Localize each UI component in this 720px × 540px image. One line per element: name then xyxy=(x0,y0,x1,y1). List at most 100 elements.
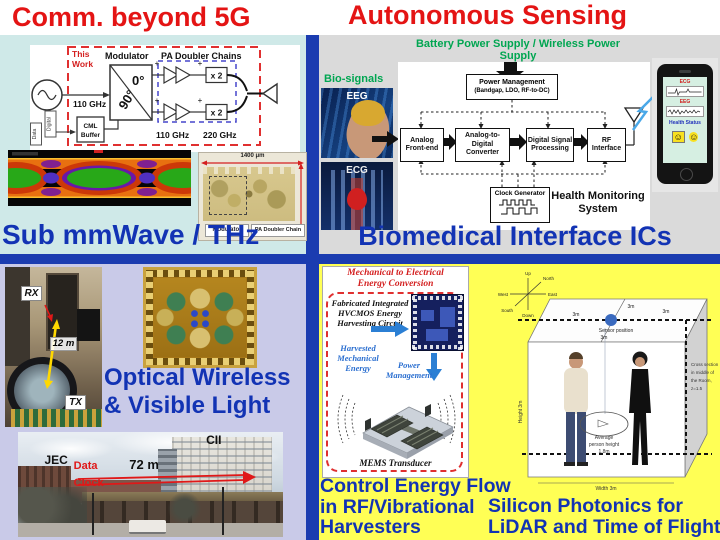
lab-monitor xyxy=(76,308,101,341)
chip-micrograph-mmwave: 1400 μm Modulator PA Doubler Chain xyxy=(198,152,307,241)
plus-sign: + xyxy=(155,59,160,68)
x2-label: x 2 xyxy=(211,71,223,81)
lidar-room-diagram: Up Down West East North South Sensor pos… xyxy=(498,271,719,492)
cross-section-line: z=1.5 xyxy=(691,386,703,391)
bio-signals-label: Bio-signals xyxy=(324,73,384,85)
pad-ring xyxy=(146,358,254,365)
analog-frontend-box: Analog Front-end xyxy=(400,128,444,162)
smartphone-panel: ECG EEG Health Status ☺ ☺ xyxy=(652,58,718,192)
title-autonomous-sensing: Autonomous Sensing xyxy=(348,0,627,30)
optical-title-line: & Visible Light xyxy=(104,392,271,419)
sensor-position-label: Sensor position xyxy=(599,328,634,334)
cross-section-line: in middle of xyxy=(691,370,715,375)
title-optical-wireless: Optical Wireless & Visible Light xyxy=(104,364,291,420)
cml-label: CML xyxy=(83,123,97,130)
control-title-line: Harvesters xyxy=(320,516,421,538)
dsp-box: Digital Signal Processing xyxy=(526,128,574,162)
phone-home-button xyxy=(680,168,693,181)
phone-ecg-trace xyxy=(666,86,704,97)
hvcmos-line: HVCMOS Energy xyxy=(338,308,402,318)
amp-icon xyxy=(163,65,180,85)
mems-transducer-image xyxy=(337,394,456,459)
heart-shape xyxy=(347,188,367,210)
dim-3m-label: 3m xyxy=(573,312,580,318)
vertical-divider xyxy=(306,35,319,540)
clock-generator-box: Clock Generator xyxy=(490,187,550,223)
plus-sign: + xyxy=(198,59,203,68)
power-management-label: Power Management xyxy=(479,79,545,86)
link-arrows xyxy=(44,304,60,389)
person-height-line: person height xyxy=(589,442,620,448)
indoor-link-photo: RX 12 m TX xyxy=(5,267,102,427)
title-control-energy-flow: Control Energy Flow in RF/Vibrational Ha… xyxy=(320,476,511,538)
harvested-line: Harvested xyxy=(340,343,376,353)
harvested-energy-label: Harvested Mechanical Energy xyxy=(329,343,387,373)
cii-building xyxy=(171,437,273,492)
rx-tag: RX xyxy=(20,286,43,302)
buffer-label: Buffer xyxy=(81,132,101,139)
battery-supply-label: Battery Power Supply / Wireless Power Su… xyxy=(415,38,621,62)
clock-generator-label: Clock Generator xyxy=(494,190,546,197)
optical-title-line: Optical Wireless xyxy=(104,364,291,391)
harvester-dashed-box xyxy=(326,292,463,472)
bond-pads xyxy=(412,296,463,300)
mems-transducer-label: MEMS Transducer xyxy=(359,458,432,468)
wireless-link-icon xyxy=(631,93,657,131)
pa-chain-dashed-box xyxy=(157,60,237,123)
person-height-line: 1.8m xyxy=(598,449,609,455)
cross-section-line: the Room, xyxy=(691,378,712,383)
adc-box: Analog-to-Digital Converter xyxy=(455,128,510,162)
power-management-sub: (Bandgap, LDO, RF-to-DC) xyxy=(474,88,550,94)
eye-diagram-image xyxy=(8,150,191,206)
eeg-head-image: EEG xyxy=(321,88,393,158)
title-silicon-photonics: Silicon Photonics for LiDAR and Time of … xyxy=(488,496,720,537)
floor-marker xyxy=(597,419,609,428)
photonics-title-line: Silicon Photonics for xyxy=(488,495,684,517)
energy-flow-down-arrow xyxy=(426,353,442,381)
cii-label: CII xyxy=(206,433,222,448)
ecg-chest-image: ECG xyxy=(321,162,393,230)
amp-icon xyxy=(175,102,192,122)
power-management-label: Power Management xyxy=(385,360,433,380)
dim-3m-label: 3m xyxy=(601,335,608,341)
outdoor-distance-label: 72 m xyxy=(129,457,159,473)
this-work-label: This xyxy=(72,49,90,59)
floor-ellipse xyxy=(579,411,629,437)
sine-wave-icon xyxy=(37,89,57,101)
harvester-heading-line: Mechanical to Electrical xyxy=(347,268,444,278)
chip-block xyxy=(421,310,435,322)
cross-section-dashes xyxy=(518,319,713,455)
control-title-line: in RF/Vibrational xyxy=(320,495,475,518)
smiley-selected-icon: ☺ xyxy=(671,131,685,143)
harvester-panel: Mechanical to Electrical Energy Conversi… xyxy=(322,266,469,478)
bond-pads xyxy=(458,295,462,350)
eeg-label: EEG xyxy=(346,91,368,102)
health-system-diagram-panel: Power Management (Bandgap, LDO, RF-to-DC… xyxy=(398,62,650,230)
chip-modulator-region xyxy=(208,175,248,216)
phone-eeg-label: EEG xyxy=(679,99,691,105)
clock-label: Clock xyxy=(73,477,104,490)
chip-die xyxy=(154,278,246,357)
woman-figure xyxy=(629,351,651,465)
health-monitoring-label: Health Monitoring System xyxy=(551,190,645,215)
amp-icon xyxy=(175,65,192,85)
compass-west: West xyxy=(498,292,509,297)
indoor-distance-tag: 12 m xyxy=(49,337,78,352)
plus-sign: + xyxy=(155,96,160,105)
clock-waveform-icon xyxy=(499,199,538,215)
harvested-line: Energy xyxy=(345,363,371,373)
amp-icon xyxy=(163,102,180,122)
data-clock-arrows xyxy=(77,471,256,486)
lamp-post xyxy=(222,486,225,535)
rf-interface-box: RF Interface xyxy=(587,128,626,162)
chip-pa-chain-label: PA Doubler Chain xyxy=(251,224,305,237)
compass-south: South xyxy=(501,308,513,313)
chip-block xyxy=(426,329,448,342)
bond-pads xyxy=(412,345,463,349)
photonics-title-line: LiDAR and Time of Flight xyxy=(488,515,720,538)
power-line: Management xyxy=(385,370,433,380)
title-biomedical-interface-ics: Biomedical Interface ICs xyxy=(358,221,672,251)
chip-block xyxy=(439,307,455,327)
plus-sign: + xyxy=(198,96,203,105)
